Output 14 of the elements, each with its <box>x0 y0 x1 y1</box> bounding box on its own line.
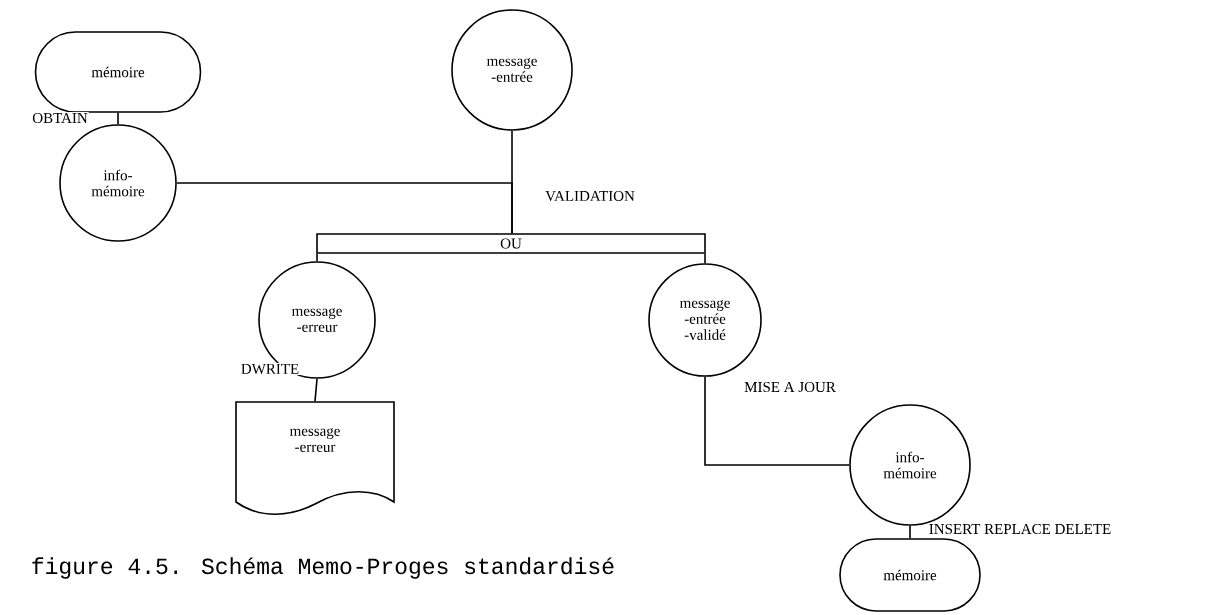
edge-label: INSERT REPLACE DELETE <box>927 522 1113 535</box>
edge-label: VALIDATION <box>544 189 636 203</box>
figure-caption: figure 4.5. Schéma Memo-Proges standardisé <box>32 557 614 579</box>
connector-line <box>117 112 119 125</box>
connector-line <box>314 378 318 402</box>
connector-line <box>704 376 850 466</box>
edge-label: OBTAIN <box>31 111 89 125</box>
or-bar: OU <box>316 233 706 254</box>
edge-label: MISE A JOUR <box>743 380 837 394</box>
connector-line <box>909 525 911 539</box>
connector-line <box>176 182 513 234</box>
connector-line <box>316 253 318 262</box>
edge-label: DWRITE <box>239 362 301 375</box>
connector-line <box>704 253 706 264</box>
